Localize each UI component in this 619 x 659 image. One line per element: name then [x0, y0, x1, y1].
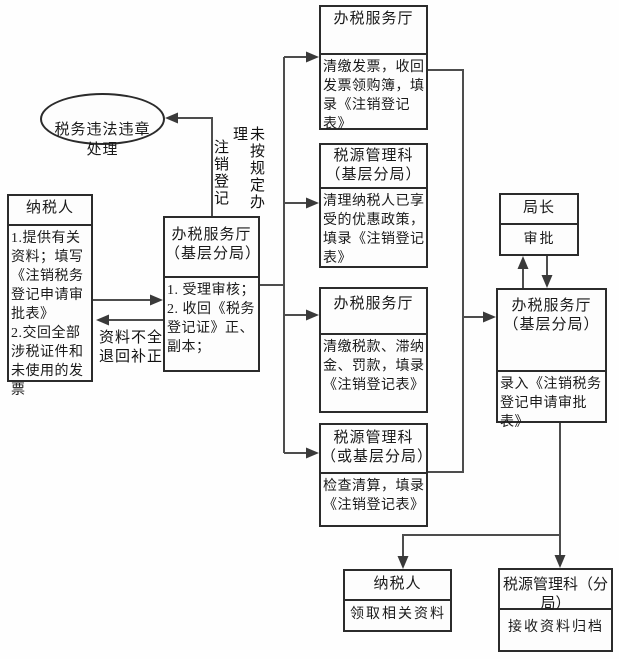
box-archive-bottom-body: 接收资料归档: [508, 620, 604, 635]
arrowhead-left-taxpayer: [96, 314, 109, 326]
box-director-body: 审批: [523, 232, 556, 247]
box-hall-mid: 办税服务厅 清缴税款、滞纳金、罚款，填录《注销登记表》: [319, 287, 428, 413]
box-taxpayer: 纳税人 1.提供有关资料；填写《注销税务登记申请审批表》 2.交回全部涉税证件和…: [7, 194, 93, 398]
vertical-note-right: 未按规定办理: [231, 126, 264, 211]
connector-collector-trunk: [428, 69, 464, 473]
arrowhead-down-taxpayer-bottom: [397, 556, 409, 569]
arrowhead-hall-mid: [306, 309, 319, 321]
box-source-mgmt-lower-title: 税源管理科 （或基层分局）: [321, 425, 432, 474]
box-source-mgmt-upper-title: 税源管理科 （基层分局）: [321, 145, 426, 189]
box-taxpayer-bottom: 纳税人 领取相关资料: [343, 569, 452, 632]
vertical-note-left: 注销登记: [212, 139, 228, 207]
box-director: 局长 审批: [499, 193, 579, 256]
box-archive-bottom: 税源管理科（分局） 接收资料归档: [498, 568, 613, 652]
box-source-mgmt-lower-body: 检查清算，填录《注销登记表》: [323, 479, 425, 513]
return-incomplete-note: 资料不全 退回补正: [99, 330, 164, 365]
arrowhead-down-hall-right: [541, 275, 553, 288]
box-hall-top-title: 办税服务厅: [321, 7, 426, 55]
box-hall-mid-body: 清缴税款、滞纳金、罚款，填录《注销登记表》: [323, 340, 425, 393]
box-source-mgmt-upper-body: 清理纳税人已享受的优惠政策，填录《注销登记表》: [323, 194, 425, 266]
box-hall-top-body: 清缴发票，收回发票领购簿，填录《注销登记表》: [323, 60, 425, 132]
arrowhead-up-director: [517, 256, 529, 269]
box-hall-center: 办税服务厅 （基层分局） 1. 受理审核； 2. 收回《税务登记证》正、副本；: [163, 216, 260, 372]
box-source-mgmt-lower: 税源管理科 （或基层分局） 检查清算，填录《注销登记表》: [319, 423, 432, 527]
box-hall-center-body: 1. 受理审核； 2. 收回《税务登记证》正、副本；: [167, 283, 255, 355]
box-hall-right: 办税服务厅 （基层分局） 录入《注销税务登记申请审批表》: [496, 288, 607, 430]
box-hall-center-title: 办税服务厅 （基层分局）: [165, 218, 260, 278]
box-taxpayer-title: 纳税人: [9, 196, 91, 226]
arrowhead-down-archive: [554, 555, 566, 568]
connector-bottom-trunk: [402, 423, 561, 557]
box-director-title: 局长: [501, 195, 577, 225]
violation-handling-label: 税务违法违章 处理: [54, 122, 151, 158]
arrowhead-source-lower: [306, 447, 319, 459]
box-hall-right-title: 办税服务厅 （基层分局）: [498, 290, 605, 372]
box-archive-bottom-title: 税源管理科（分局）: [500, 570, 611, 612]
box-taxpayer-bottom-body: 领取相关资料: [350, 607, 446, 622]
box-hall-mid-title: 办税服务厅: [321, 289, 426, 335]
connector-distributor-trunk: [260, 57, 285, 453]
arrowhead-source-upper: [306, 197, 319, 209]
box-taxpayer-body: 1.提供有关资料；填写《注销税务登记申请审批表》 2.交回全部涉税证件和未使用的…: [11, 231, 84, 398]
arrowhead-hall-right: [483, 311, 496, 323]
arrowhead-hall-top: [306, 51, 319, 63]
box-source-mgmt-upper: 税源管理科 （基层分局） 清理纳税人已享受的优惠政策，填录《注销登记表》: [319, 143, 428, 268]
box-hall-right-body: 录入《注销税务登记申请审批表》: [500, 377, 602, 430]
violation-handling-ellipse: 税务违法违章 处理: [40, 93, 165, 158]
arrowhead-right-hall: [150, 294, 163, 306]
connector-hall-to-violation: [178, 117, 213, 216]
box-taxpayer-bottom-title: 纳税人: [345, 571, 450, 601]
box-hall-top: 办税服务厅 清缴发票，收回发票领购簿，填录《注销登记表》: [319, 5, 428, 132]
arrowhead-left-violation: [165, 112, 178, 124]
